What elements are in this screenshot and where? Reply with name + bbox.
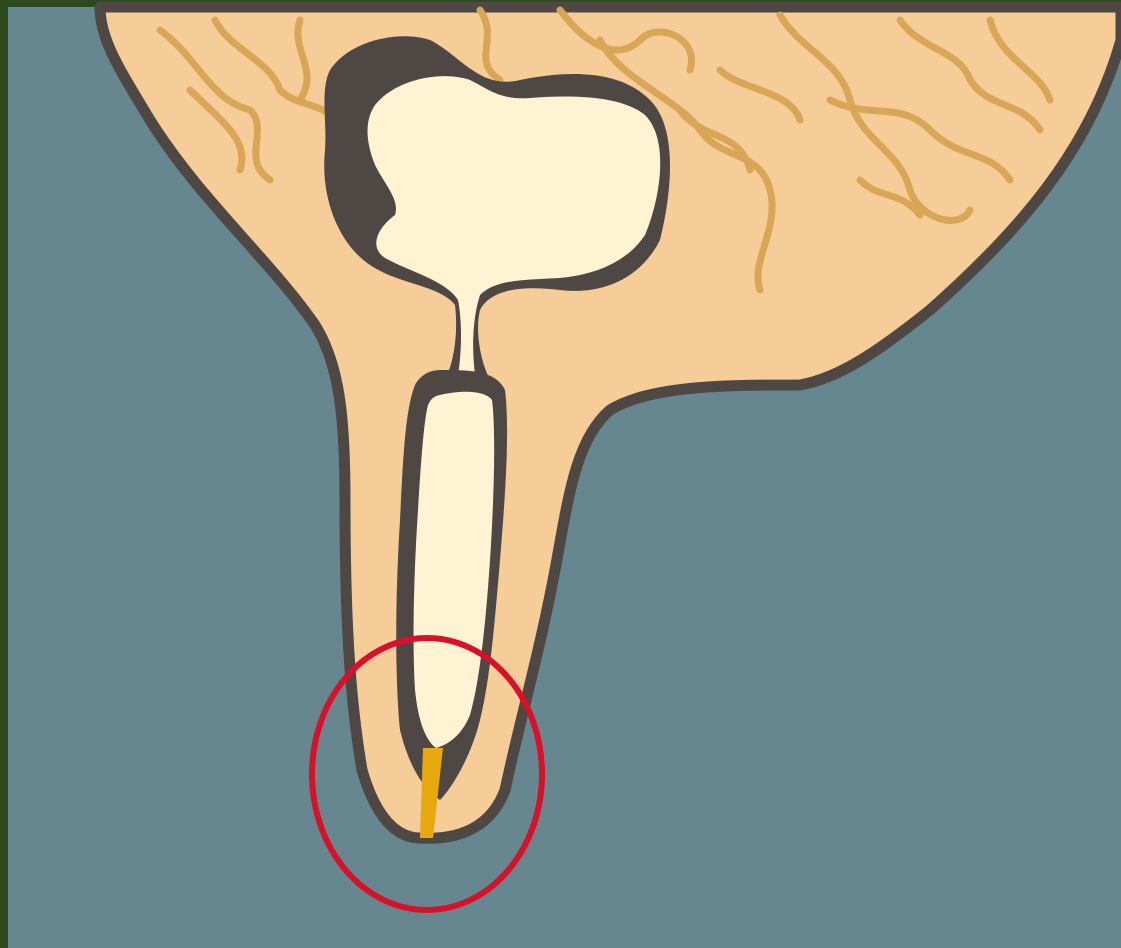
tooth-root-diagram xyxy=(0,0,1121,948)
diagram-canvas xyxy=(0,0,1121,948)
